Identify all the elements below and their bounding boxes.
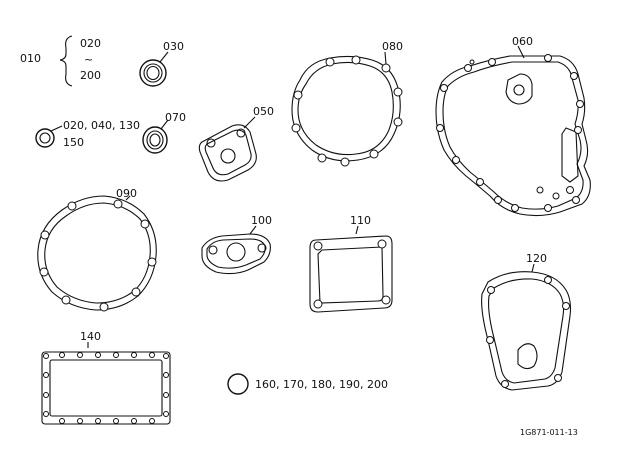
part-o-ring-group: 160, 170, 180, 190, 200 <box>227 373 388 395</box>
part-030-oil-seal: 030 <box>139 40 184 87</box>
part-100-gasket: 100 <box>201 214 272 275</box>
part-090-gasket: 090 <box>37 187 157 312</box>
label-tilde: ~ <box>84 53 93 66</box>
part-070-oil-seal: 070 <box>142 111 186 154</box>
part-120-gasket: 120 <box>481 252 572 391</box>
label-090: 090 <box>116 187 137 200</box>
part-060-gear-case-gasket: 060 <box>435 35 591 217</box>
label-020-040-130: 020, 040, 130 <box>63 119 140 132</box>
label-200: 200 <box>80 69 101 82</box>
label-100: 100 <box>251 214 272 227</box>
label-020: 020 <box>80 37 101 50</box>
label-150: 150 <box>63 136 84 149</box>
label-oring-list: 160, 170, 180, 190, 200 <box>255 378 388 391</box>
label-140: 140 <box>80 330 101 343</box>
figure-code: 1G871-011-13 <box>520 428 578 437</box>
label-030: 030 <box>163 40 184 53</box>
label-070: 070 <box>165 111 186 124</box>
part-washer-020-040-130: 020, 040, 130 150 <box>35 119 140 149</box>
part-050-gasket: 050 <box>198 105 274 182</box>
label-110: 110 <box>350 214 371 227</box>
label-060: 060 <box>512 35 533 48</box>
label-080: 080 <box>382 40 403 53</box>
part-110-gasket: 110 <box>309 214 393 313</box>
label-010: 010 <box>20 52 41 65</box>
part-080-gasket: 080 <box>291 40 403 167</box>
brace <box>59 35 73 87</box>
part-140-oil-pan-gasket: 140 <box>41 330 171 425</box>
part-010-group: 010 020 ~ 200 <box>20 35 101 87</box>
label-050: 050 <box>253 105 274 118</box>
label-120: 120 <box>526 252 547 265</box>
